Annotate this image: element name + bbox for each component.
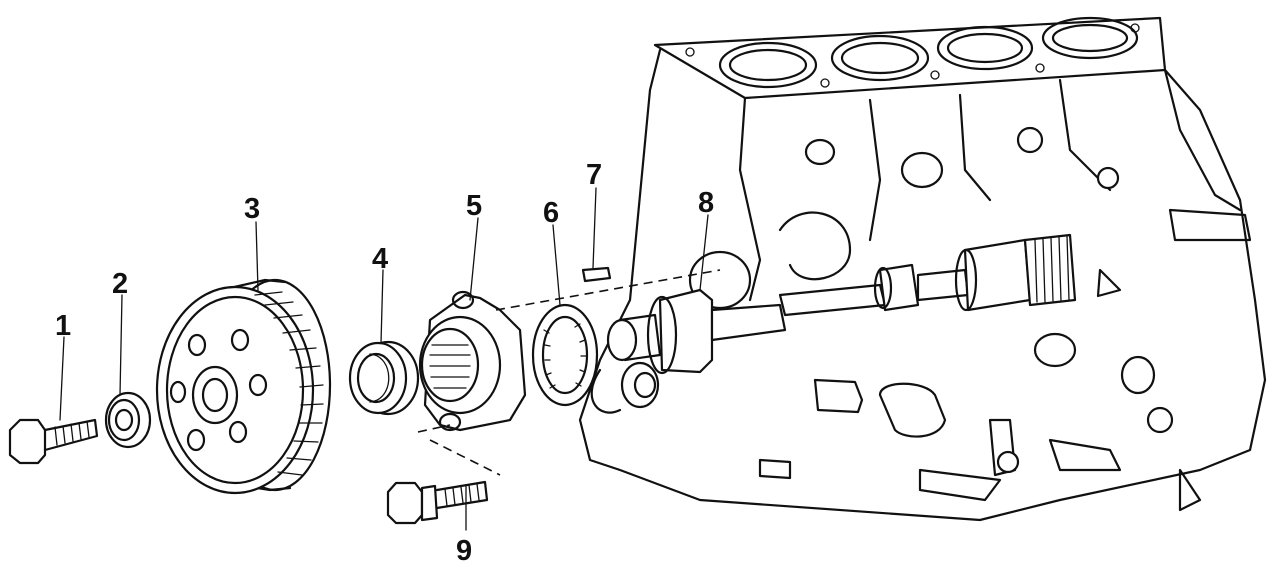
part-7-key (581, 266, 612, 283)
part-6-thrust-ring (531, 303, 599, 407)
part-1-bolt (8, 418, 99, 465)
callout-7: 7 (586, 159, 602, 191)
assembly-lines (417, 269, 721, 476)
part-9-bolt (386, 480, 489, 525)
part-8-intermediate-shaft (606, 233, 1077, 375)
callout-9: 9 (456, 535, 472, 567)
callout-labels: 1 2 3 4 5 6 7 8 9 (55, 159, 714, 567)
callout-8: 8 (698, 187, 714, 219)
callout-6: 6 (543, 197, 559, 229)
callout-1: 1 (55, 310, 71, 342)
leader-lines (59, 187, 709, 531)
callout-2: 2 (112, 268, 128, 300)
part-3-sprocket (155, 278, 332, 495)
part-5-flange-housing (418, 290, 527, 432)
callout-4: 4 (372, 243, 388, 275)
callout-5: 5 (466, 190, 482, 222)
part-2-washer (104, 391, 152, 449)
callout-3: 3 (244, 193, 260, 225)
part-4-oil-seal (348, 340, 420, 416)
engine-block (578, 16, 1267, 522)
